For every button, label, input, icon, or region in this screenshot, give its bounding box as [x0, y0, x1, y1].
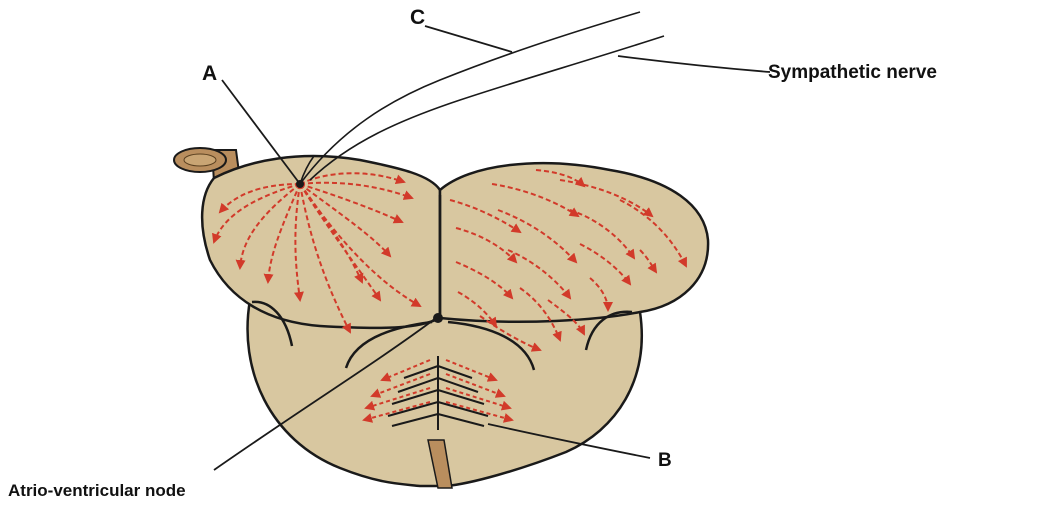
label-av-node: Atrio-ventricular node [8, 481, 186, 500]
label-sympathetic-nerve: Sympathetic nerve [768, 62, 937, 83]
label-b: B [658, 450, 672, 471]
label-a: A [202, 62, 217, 85]
sympathetic-nerve-line [310, 36, 664, 180]
left-atrium [440, 163, 708, 322]
leader-c [425, 26, 512, 52]
leader-sympathetic [618, 56, 770, 72]
right-atrium [202, 156, 440, 328]
label-c: C [410, 6, 425, 29]
